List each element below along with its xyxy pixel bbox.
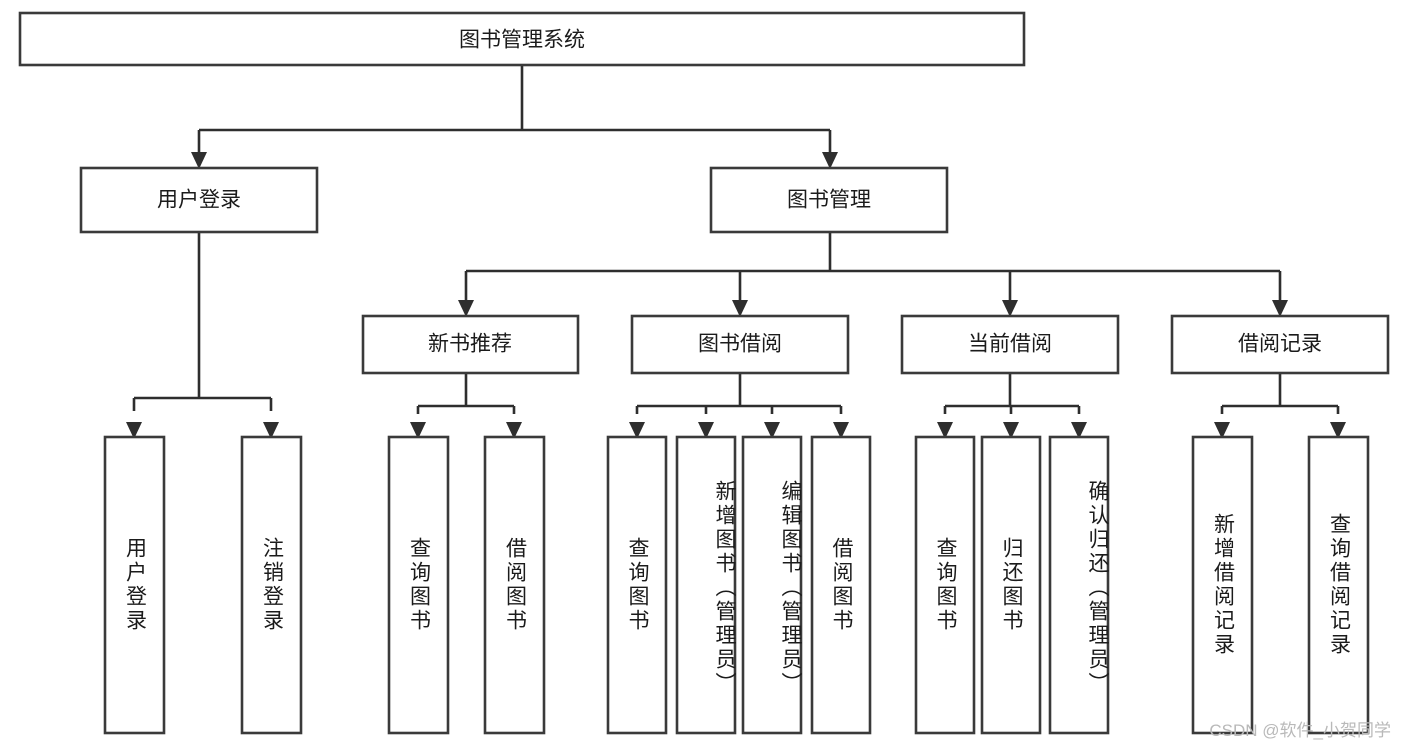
node-box-leaf-return-book[interactable] bbox=[980, 435, 1042, 735]
node-box-current-borrow[interactable] bbox=[900, 314, 1120, 375]
node-label-user-login: 用户登录 bbox=[157, 189, 241, 212]
node-box-leaf-user-login[interactable] bbox=[103, 435, 166, 735]
node-box-user-login[interactable] bbox=[79, 166, 319, 234]
node-box-leaf-borrow-book-2[interactable] bbox=[810, 435, 872, 735]
node-box-new-book-recommend[interactable] bbox=[361, 314, 580, 375]
node-label-new-book-recommend: 新书推荐 bbox=[428, 333, 512, 356]
csdn-watermark: CSDN @软件_小贺同学 bbox=[1209, 721, 1391, 740]
connector-group-user-login-to-leaves bbox=[126, 232, 279, 439]
arrow-to-borrow-record bbox=[1272, 300, 1288, 317]
node-box-leaf-edit-book[interactable] bbox=[741, 435, 803, 735]
connector-group-borrow-record-to-leaves bbox=[1214, 373, 1346, 439]
node-box-borrow-record[interactable] bbox=[1170, 314, 1390, 375]
arrow-to-current-borrow bbox=[1002, 300, 1018, 317]
node-box-leaf-logout-login[interactable] bbox=[240, 435, 303, 735]
arrow-to-user-login bbox=[191, 152, 207, 169]
arrow-to-book-manage bbox=[822, 152, 838, 169]
node-label-root: 图书管理系统 bbox=[459, 29, 585, 52]
node-box-leaf-query-book-3[interactable] bbox=[914, 435, 976, 735]
connector-group-book-manage-to-level3 bbox=[458, 232, 1288, 317]
node-box-leaf-query-borrow-record[interactable] bbox=[1307, 435, 1370, 735]
node-box-leaf-add-borrow-record[interactable] bbox=[1191, 435, 1254, 735]
connector-group-new-book-recommend-to-leaves bbox=[410, 373, 522, 439]
connector-group-root-to-level2 bbox=[191, 65, 838, 169]
node-box-leaf-confirm-return[interactable] bbox=[1048, 435, 1110, 735]
node-box-leaf-query-book-2[interactable] bbox=[606, 435, 668, 735]
node-box-leaf-query-book-1[interactable] bbox=[387, 435, 450, 735]
arrow-to-book-borrow bbox=[732, 300, 748, 317]
node-label-book-manage: 图书管理 bbox=[787, 189, 871, 212]
node-box-leaf-borrow-book-1[interactable] bbox=[483, 435, 546, 735]
node-label-book-borrow: 图书借阅 bbox=[698, 333, 782, 356]
node-box-book-borrow[interactable] bbox=[630, 314, 850, 375]
node-box-leaf-add-book[interactable] bbox=[675, 435, 737, 735]
connector-group-current-borrow-to-leaves bbox=[937, 373, 1087, 439]
node-box-root[interactable] bbox=[18, 11, 1026, 67]
arrow-to-new-book-recommend bbox=[458, 300, 474, 317]
node-label-current-borrow: 当前借阅 bbox=[968, 333, 1052, 356]
node-label-borrow-record: 借阅记录 bbox=[1238, 333, 1322, 356]
connector-group-book-borrow-to-leaves bbox=[629, 373, 849, 439]
node-box-book-manage[interactable] bbox=[709, 166, 949, 234]
